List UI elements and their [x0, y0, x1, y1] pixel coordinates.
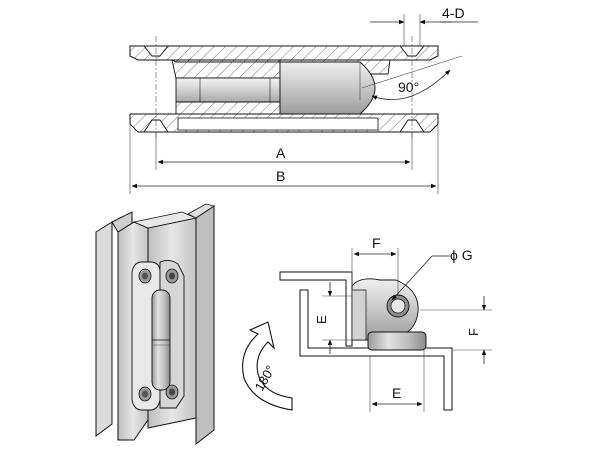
dimension-e-bottom: [369, 350, 425, 412]
label-e-bottom: E: [392, 385, 401, 401]
dimension-b: [129, 124, 439, 194]
door-profile: [279, 271, 353, 347]
hinge-pin: [175, 77, 281, 103]
label-4d: 4-D: [442, 5, 465, 21]
label-f-top: F: [372, 235, 381, 251]
dimension-4d: [370, 14, 478, 46]
label-phi-g: ϕ G: [450, 247, 473, 263]
dimension-e-left: [322, 282, 352, 354]
label-a: A: [276, 145, 286, 161]
dimension-a: [155, 132, 413, 170]
leader-phi-g: [391, 255, 450, 301]
dimension-f-top: [351, 248, 399, 296]
label-f-right: F: [466, 328, 481, 336]
hinge-side-view: [279, 271, 453, 411]
label-90: 90°: [398, 79, 419, 95]
knuckle-barrel: [279, 61, 376, 115]
profile-back-panel: [95, 221, 113, 437]
dimension-f-right: [420, 296, 492, 364]
mount-block: [367, 331, 427, 351]
hinge-section-view: [129, 36, 439, 140]
label-b: B: [276, 168, 285, 184]
dimension-90deg: [359, 55, 463, 100]
rotation-arrow-icon: [242, 321, 293, 411]
top-plate: [129, 45, 439, 61]
rotation-arrow-180: [242, 321, 293, 411]
label-e-left: E: [314, 315, 329, 324]
hinge-3d-view: [95, 203, 215, 446]
